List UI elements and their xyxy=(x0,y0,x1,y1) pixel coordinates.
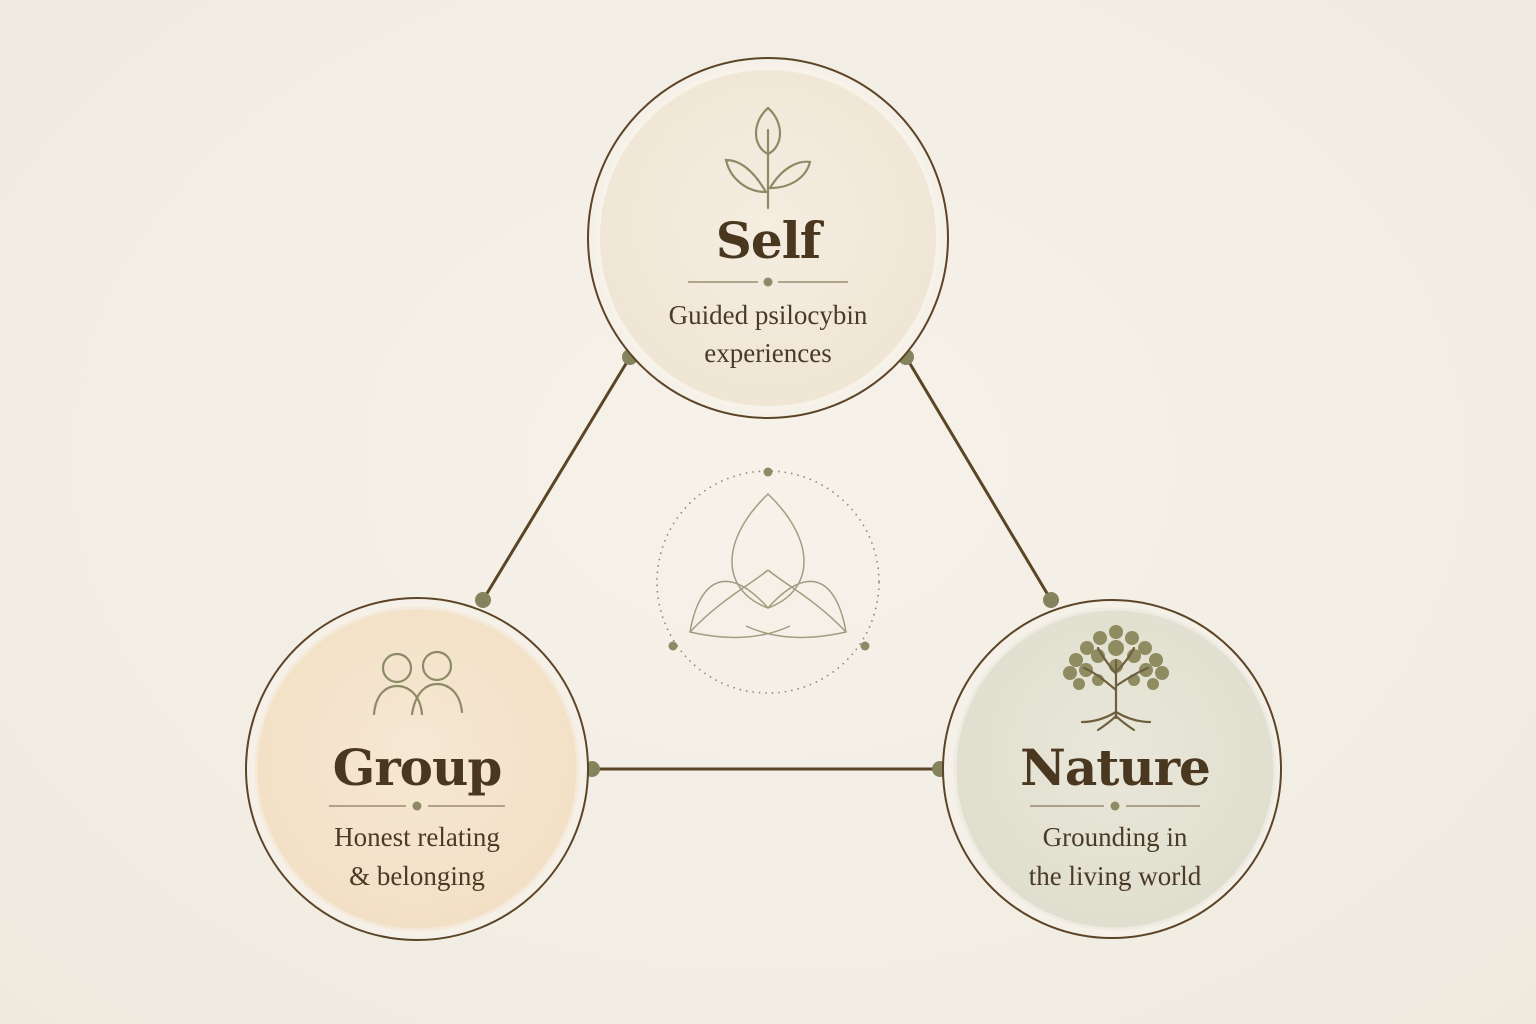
node-title: Nature xyxy=(1020,738,1211,797)
node-description-line: experiences xyxy=(704,338,832,368)
group-text: Group Honest relating & belonging xyxy=(267,738,567,898)
node-title: Group xyxy=(332,738,503,797)
node-nature xyxy=(942,599,1282,939)
tree-icon xyxy=(1063,625,1169,732)
sprout-icon xyxy=(724,106,812,210)
self-text: Self Guided psilocybin experiences xyxy=(628,210,908,370)
node-self xyxy=(587,57,949,419)
connector-self-nature xyxy=(904,356,1053,601)
node-description-line: the living world xyxy=(1028,861,1202,891)
title-divider xyxy=(1030,801,1200,811)
connector-dot xyxy=(475,592,491,608)
node-description-line: & belonging xyxy=(349,861,485,891)
node-group xyxy=(245,597,589,941)
title-divider xyxy=(688,277,848,287)
nature-text: Nature Grounding in the living world xyxy=(960,738,1270,898)
node-description-line: Grounding in xyxy=(1042,822,1188,852)
node-title: Self xyxy=(715,211,821,270)
connector-dot xyxy=(1043,592,1059,608)
node-description-line: Guided psilocybin xyxy=(668,300,868,330)
node-description-line: Honest relating xyxy=(334,822,500,852)
people-icon xyxy=(372,650,464,716)
connector-self-group xyxy=(481,356,632,601)
triquetra-icon xyxy=(656,467,880,694)
title-divider xyxy=(329,801,505,811)
